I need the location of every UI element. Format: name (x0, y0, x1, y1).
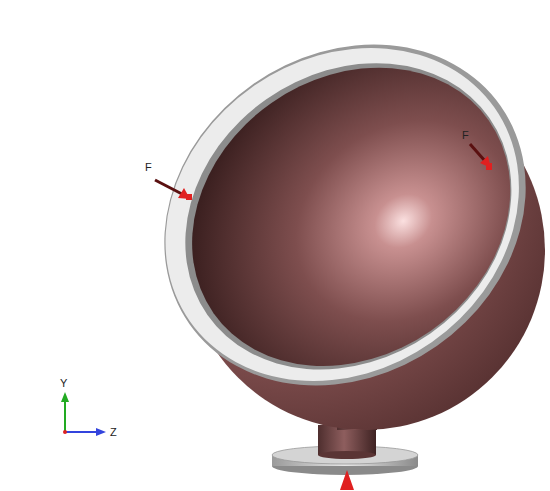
dish-rim (100, 0, 550, 449)
dish-rim (125, 1, 550, 433)
force-arrow (470, 144, 492, 170)
axis-label: Z (110, 427, 117, 438)
dish-rim (98, 0, 550, 455)
axis-triad (61, 392, 106, 436)
force-label: F (462, 130, 469, 141)
axis-label: Y (60, 378, 67, 389)
force-arrow (155, 180, 192, 200)
dish-inner (134, 7, 550, 427)
pedestal (318, 451, 376, 459)
force-label: F (145, 162, 152, 173)
support-arrow (340, 470, 354, 490)
